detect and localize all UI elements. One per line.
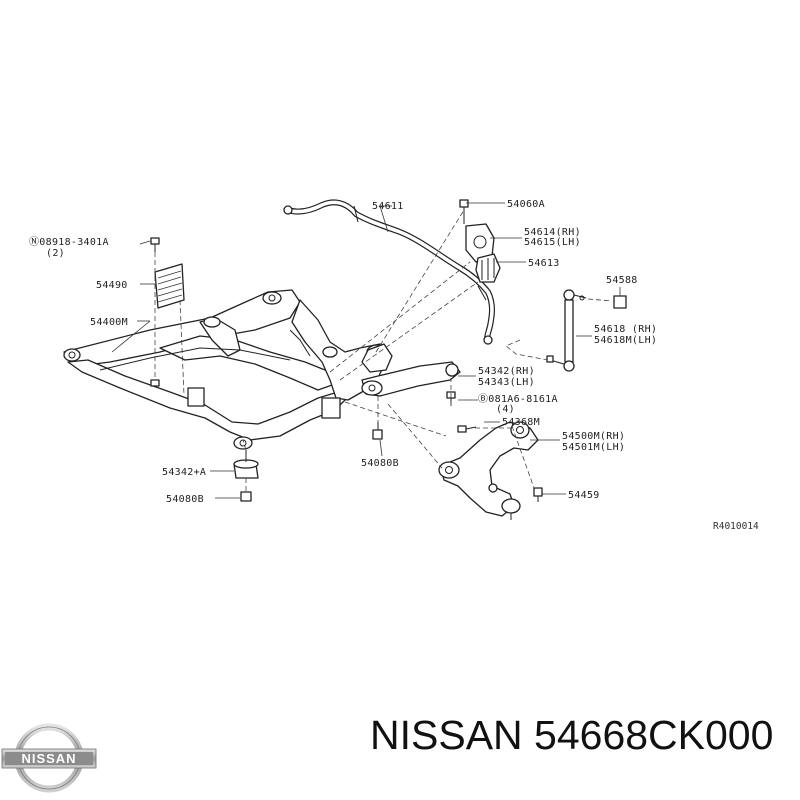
callout-54343: 54343(LH) [478,377,535,388]
plate-54490 [150,237,185,396]
stabilizer-link [546,289,627,372]
lower-control-arm [438,421,543,520]
callout-54614: 54614(RH) [524,227,581,238]
subframe-crossmember [63,289,389,450]
assembly-lines [242,209,549,492]
callout-54080B-mid: 54080B [361,458,399,469]
callout-54080B-left: 54080B [166,494,204,505]
callout-54342: 54342(RH) [478,366,535,377]
callout-081A6-qty: (4) [496,404,515,415]
callout-54618M: 54618M(LH) [594,335,657,346]
callout-54501M: 54501M(LH) [562,442,625,453]
callout-54490: 54490 [96,280,128,291]
callout-54618: 54618 (RH) [594,324,657,335]
callout-54342A: 54342+A [162,467,206,478]
callout-54611: 54611 [372,201,404,212]
callout-54368M: 54368M [502,417,540,428]
callout-54613: 54613 [528,258,560,269]
callout-54400M: 54400M [90,317,128,328]
part-number-title: NISSAN 54668CK000 [370,712,774,758]
tension-rod [361,343,461,397]
leader-lines [111,202,621,499]
callout-54615: 54615(LH) [524,237,581,248]
logo-text: NISSAN [21,751,76,766]
callout-labels: 54611 54060A 54614(RH) 54615(LH) 54613 5… [29,199,759,532]
callout-54459: 54459 [568,490,600,501]
callout-081A6-8161A: Ⓑ081A6-8161A [478,393,558,405]
reference-code: R4010014 [713,521,759,532]
callout-54588: 54588 [606,275,638,286]
hardware-bolts [233,391,477,502]
nissan-logo: NISSAN [1,723,97,793]
callout-08918-3401A: Ⓝ08918-3401A [29,236,109,248]
stabilizer-bar [283,199,495,345]
callout-08918-qty: (2) [46,248,65,259]
callout-54060A: 54060A [507,199,545,210]
stabilizer-bushing-clamp [459,199,501,283]
callout-54500M: 54500M(RH) [562,431,625,442]
